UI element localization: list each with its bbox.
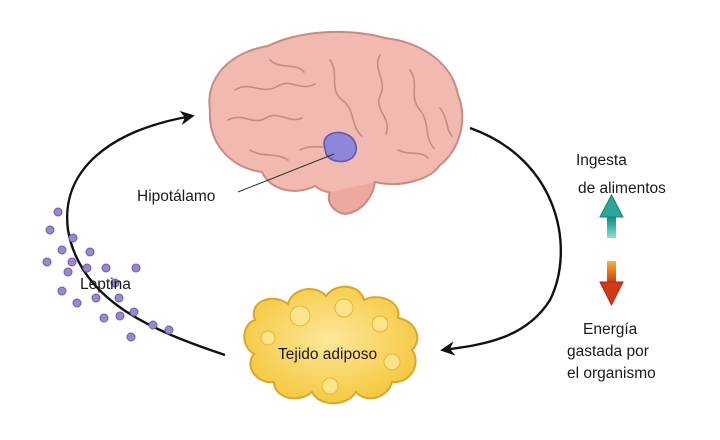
leptin-dot	[68, 233, 78, 243]
leptin-molecules	[42, 207, 174, 342]
leptin-dot	[148, 320, 158, 330]
leptin-dot	[82, 263, 92, 273]
adipose-tissue-label: Tejido adiposo	[278, 346, 378, 363]
hypothalamus-icon	[323, 131, 357, 163]
leptin-dot	[110, 278, 120, 288]
leptin-dot	[114, 293, 124, 303]
brain-icon	[208, 30, 464, 216]
leptin-dot	[164, 325, 174, 335]
leptin-dot	[129, 307, 139, 317]
adipose-tissue-icon	[243, 285, 419, 405]
leptin-dot	[91, 293, 101, 303]
cycle-arrow-right	[440, 126, 562, 356]
teal-up-arrow-icon	[599, 193, 624, 238]
leptin-dot	[67, 257, 77, 267]
leptin-dot	[99, 313, 109, 323]
leptin-dot	[57, 286, 67, 296]
energy-spent-label-line1: Energía	[583, 321, 638, 338]
leptin-dot	[85, 247, 95, 257]
leptin-dot	[115, 311, 125, 321]
hypothalamus-label: Hipotálamo	[137, 188, 216, 205]
leptin-dot	[53, 207, 63, 217]
leptin-dot	[63, 267, 73, 277]
leptin-dot	[101, 263, 111, 273]
cycle-arrow-left	[65, 110, 226, 357]
leptin-dot	[126, 332, 136, 342]
leptin-dot	[57, 245, 67, 255]
hypothalamus-pointer-line	[237, 153, 335, 193]
energy-spent-label-line3: el organismo	[567, 365, 656, 382]
leptin-dot	[45, 225, 55, 235]
leptin-label: Leptina	[80, 276, 131, 293]
energy-spent-label-line2: gastada por	[567, 343, 649, 360]
leptin-dot	[131, 263, 141, 273]
food-intake-label-line2: de alimentos	[578, 180, 666, 197]
red-down-arrow-icon	[599, 261, 624, 307]
food-intake-label-line1: Ingesta	[576, 152, 627, 169]
leptin-dot	[72, 298, 82, 308]
leptin-dot	[42, 257, 52, 267]
